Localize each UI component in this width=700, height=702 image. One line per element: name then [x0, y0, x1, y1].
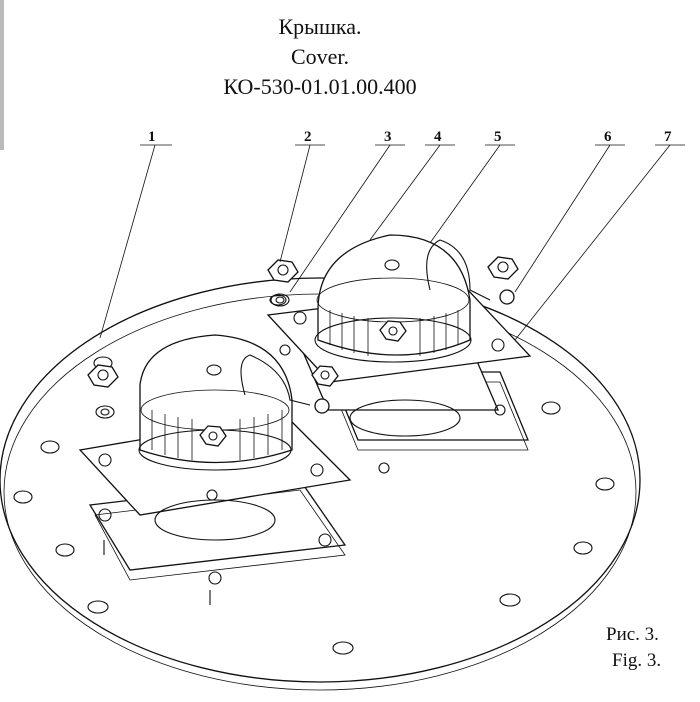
- nuts: [87, 256, 519, 447]
- scan-edge: [0, 0, 4, 150]
- leader-lines: [99, 144, 685, 341]
- cap-left: [138, 334, 311, 471]
- drawing-code: КО-530-01.01.00.400: [223, 74, 417, 99]
- callout-2: 2: [304, 129, 312, 145]
- title-en: Cover.: [290, 44, 350, 69]
- callout-4: 4: [434, 129, 442, 145]
- callout-6: 6: [604, 129, 612, 145]
- seals: [314, 289, 515, 414]
- figure-label-ru: Рис. 3.: [606, 624, 659, 645]
- callout-numbers: 1 2 3 4 5 6 7: [148, 129, 672, 145]
- plate-holes: [13, 294, 615, 655]
- figure-label-en: Fig. 3.: [612, 650, 662, 671]
- callout-5: 5: [494, 129, 502, 145]
- callout-3: 3: [384, 129, 392, 145]
- cap-right: [314, 234, 491, 363]
- title-ru: Крышка.: [278, 14, 362, 39]
- callout-1: 1: [148, 129, 156, 145]
- callout-7: 7: [664, 129, 672, 145]
- washers: [95, 293, 290, 419]
